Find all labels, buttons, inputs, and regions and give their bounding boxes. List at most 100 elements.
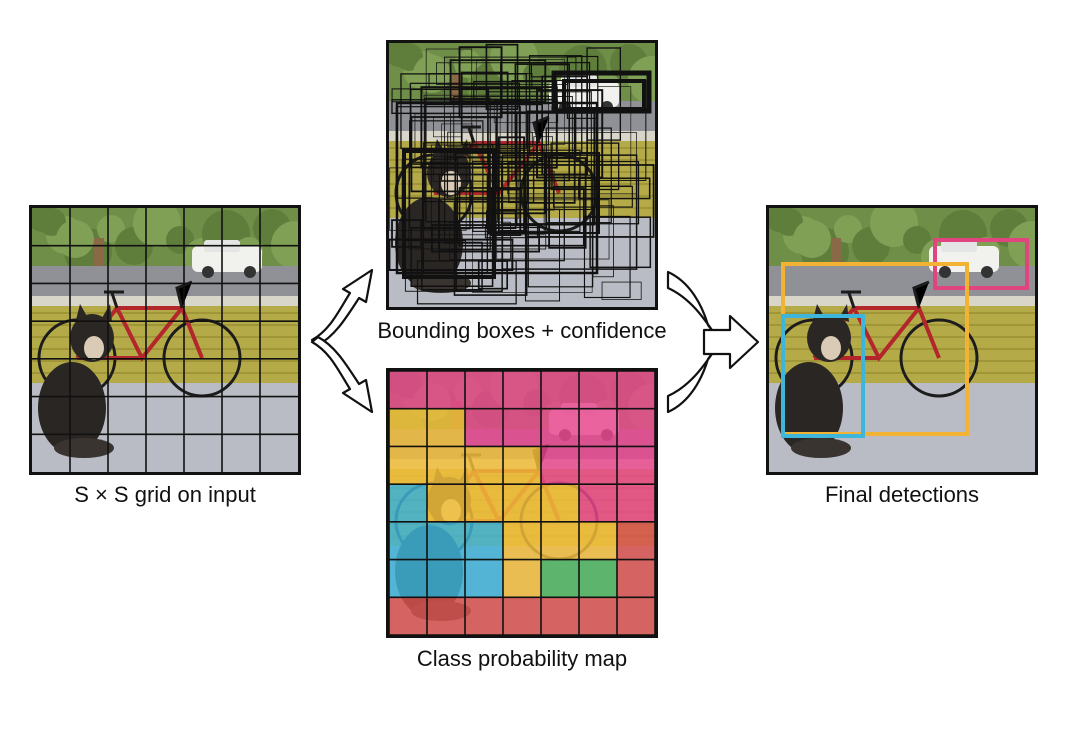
candidate-box	[391, 219, 423, 248]
class-cell-yellow	[503, 559, 541, 598]
caption-input: S × S grid on input	[74, 482, 256, 507]
caption-classmap: Class probability map	[416, 646, 628, 671]
dog-shape	[38, 304, 114, 458]
arrow-to-final-icon	[702, 314, 760, 370]
detection-boxes	[781, 238, 1029, 438]
candidate-box	[498, 170, 555, 211]
foliage	[56, 220, 94, 258]
class-cell-magenta	[503, 408, 541, 447]
class-cell-blue	[389, 484, 427, 522]
class-cell-yellow	[579, 521, 617, 560]
input-grid	[32, 208, 298, 472]
candidate-box	[508, 161, 535, 204]
candidate-box	[541, 75, 588, 176]
candidate-box	[460, 87, 542, 106]
candidate-boxes	[389, 43, 655, 305]
class-cell-yellow	[541, 521, 579, 560]
class-cell-yellow	[389, 408, 427, 447]
class-cell-magenta	[617, 484, 655, 522]
candidate-box	[496, 199, 610, 260]
candidate-box	[449, 221, 511, 260]
candidate-box	[391, 99, 531, 115]
class-cell-blue	[427, 521, 465, 560]
confident-box	[562, 79, 646, 111]
class-cell-blue	[389, 521, 427, 560]
class-cell-magenta	[617, 371, 655, 409]
class-cell-yellow	[503, 484, 541, 522]
candidate-box	[410, 116, 498, 193]
class-cell-red	[465, 597, 503, 635]
candidate-box	[472, 160, 581, 232]
class-cell-magenta	[617, 446, 655, 485]
class-cell-yellow	[465, 446, 503, 485]
class-cell-green	[541, 559, 579, 598]
class-cell-magenta	[389, 371, 427, 409]
class-cell-blue	[427, 559, 465, 598]
confident-box	[395, 101, 599, 275]
candidate-box	[601, 281, 642, 300]
candidate-box	[527, 174, 594, 288]
class-cell-yellow	[389, 446, 427, 485]
class-cell-magenta	[465, 408, 503, 447]
arrow-to-boxes-icon	[310, 268, 374, 347]
class-cell-yellow	[465, 484, 503, 522]
candidate-box	[550, 142, 620, 191]
class-cell-blue	[389, 559, 427, 598]
class-cell-red	[617, 521, 655, 560]
candidate-box	[438, 199, 491, 251]
class-cell-green	[579, 559, 617, 598]
candidate-box	[583, 215, 631, 299]
candidate-box	[431, 224, 541, 253]
class-cell-red	[541, 597, 579, 635]
class-cell-red	[427, 597, 465, 635]
candidate-box	[432, 155, 525, 182]
confident-box	[488, 152, 600, 234]
foliage	[793, 220, 831, 258]
class-cell-magenta	[427, 371, 465, 409]
class-cell-blue	[465, 521, 503, 560]
candidate-box	[578, 177, 651, 200]
class-cell-magenta	[579, 408, 617, 447]
class-cell-yellow	[427, 484, 465, 522]
arrow-to-classmap-icon	[310, 335, 374, 414]
candidate-box	[416, 260, 517, 305]
candidate-box	[458, 187, 585, 247]
class-cell-magenta	[579, 446, 617, 485]
class-cell-magenta	[541, 408, 579, 447]
candidate-box	[586, 47, 622, 141]
class-probability-panel	[386, 368, 658, 638]
class-cell-magenta	[617, 408, 655, 447]
candidate-box	[589, 216, 652, 269]
final-detections-panel	[766, 205, 1038, 475]
candidate-box	[408, 164, 547, 250]
class-cell-yellow	[427, 408, 465, 447]
candidate-box	[391, 88, 490, 103]
class-cell-magenta	[579, 371, 617, 409]
class-cell-red	[617, 597, 655, 635]
candidate-box	[438, 174, 565, 262]
class-cell-blue	[465, 559, 503, 598]
class-cell-red	[617, 559, 655, 598]
class-cell-yellow	[541, 484, 579, 522]
dog-detection-box	[781, 314, 865, 438]
bounding-boxes-panel	[386, 40, 658, 310]
candidate-box	[453, 95, 573, 159]
input-image-panel	[29, 205, 301, 475]
caption-boxes: Bounding boxes + confidence	[377, 318, 667, 343]
candidate-box	[423, 142, 471, 230]
class-cell-red	[503, 597, 541, 635]
class-cell-magenta	[541, 446, 579, 485]
class-cell-magenta	[579, 484, 617, 522]
class-cell-red	[579, 597, 617, 635]
candidate-box	[526, 110, 576, 204]
class-cell-red	[389, 597, 427, 635]
class-cell-yellow	[503, 521, 541, 560]
caption-final: Final detections	[824, 482, 980, 507]
arrow-from-boxes-icon	[666, 270, 718, 338]
candidate-box	[566, 55, 599, 119]
candidate-box	[389, 238, 514, 271]
candidate-box	[421, 241, 483, 291]
car-shape	[192, 246, 262, 272]
class-cell-magenta	[465, 371, 503, 409]
